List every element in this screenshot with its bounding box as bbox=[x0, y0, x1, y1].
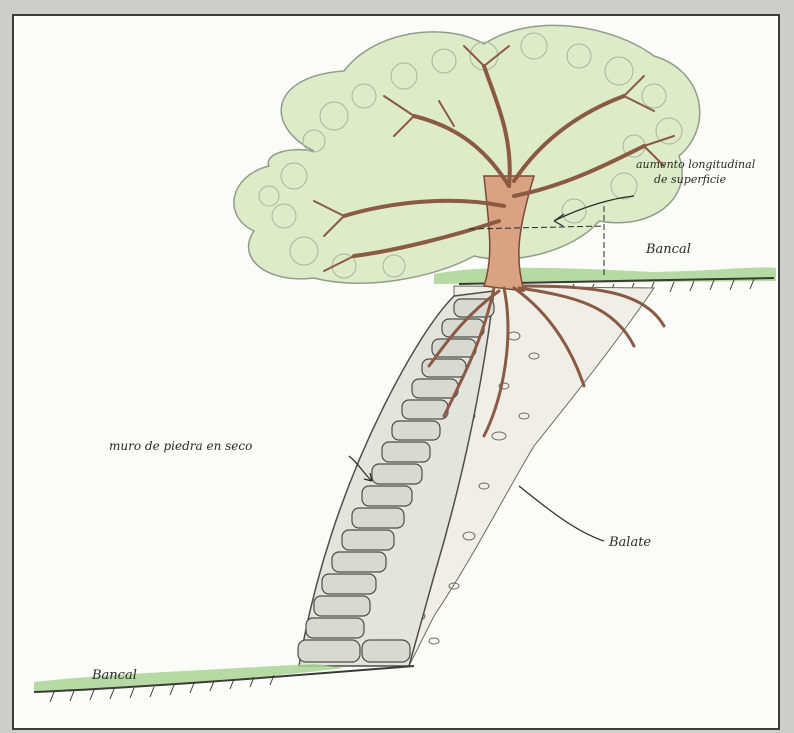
growth-label-line1: aumento longitudinal bbox=[636, 158, 756, 171]
lower-terrace-label: Bancal bbox=[91, 668, 137, 683]
lower-grass bbox=[34, 664, 414, 702]
dry-stone-wall-label: muro de piedra en seco bbox=[109, 439, 252, 453]
growth-label-line2: de superficie bbox=[654, 173, 727, 186]
illustration-frame: aumento longitudinal de superficie Banca… bbox=[12, 14, 780, 730]
terrace-wall-diagram: aumento longitudinal de superficie Banca… bbox=[14, 16, 780, 730]
balate-label: Balate bbox=[608, 535, 651, 550]
upper-terrace-label: Bancal bbox=[645, 242, 691, 257]
